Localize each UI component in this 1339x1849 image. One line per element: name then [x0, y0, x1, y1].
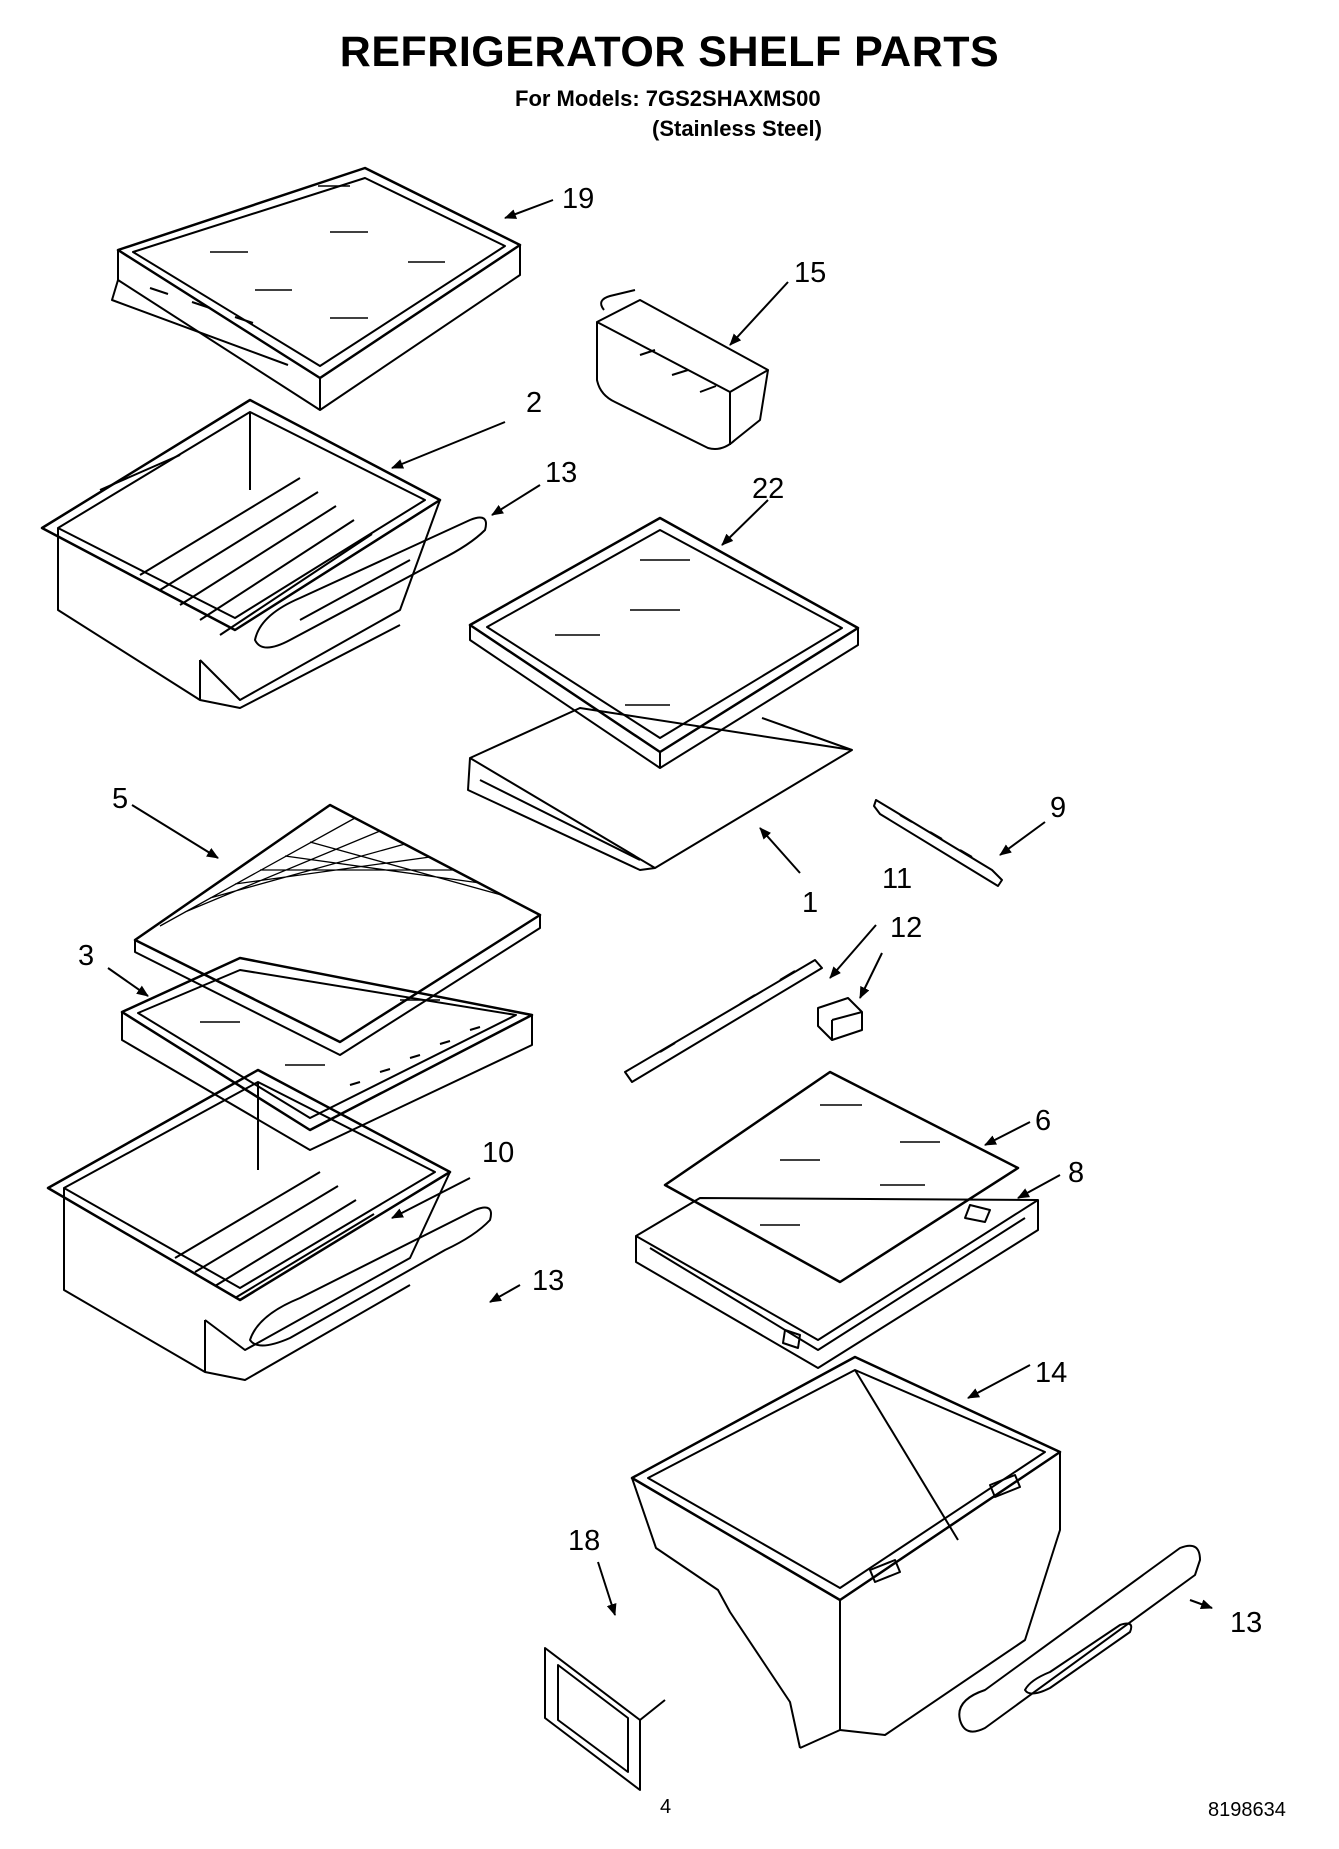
part-12-clip — [817, 997, 863, 1041]
callout-9: 9 — [1050, 792, 1066, 824]
document-number: 8198634 — [1208, 1799, 1286, 1821]
page-title: REFRIGERATOR SHELF PARTS — [339, 28, 1000, 76]
part-5-crisper-cover — [133, 803, 542, 1056]
part-14-bin — [630, 1355, 1062, 1749]
callout-13-upper: 13 — [545, 457, 577, 489]
callout-15: 15 — [794, 257, 826, 289]
models-line: For Models: 7GS2SHAXMS00 — [515, 86, 821, 111]
callout-22: 22 — [752, 473, 784, 505]
variant-line: (Stainless Steel) — [652, 116, 822, 141]
part-10-crisper-drawer — [46, 1068, 492, 1381]
callout-12: 12 — [890, 912, 922, 944]
leader-lines — [107, 199, 1213, 1616]
callout-13-middle: 13 — [532, 1265, 564, 1297]
callout-8: 8 — [1068, 1157, 1084, 1189]
part-2-crisper-drawer — [40, 398, 487, 709]
part-6-glass-panel — [663, 1070, 1020, 1284]
callout-10: 10 — [482, 1137, 514, 1169]
callout-18: 18 — [568, 1525, 600, 1557]
callout-14: 14 — [1035, 1357, 1067, 1389]
part-11-rail — [624, 959, 823, 1083]
part-1-shelf-frame — [467, 707, 853, 871]
callout-11: 11 — [882, 863, 912, 895]
callout-2: 2 — [526, 387, 542, 419]
callout-labels: 19 15 2 13 22 5 9 1 11 12 3 10 6 8 13 14… — [78, 183, 1262, 1639]
part-8-shelf-frame — [635, 1197, 1039, 1369]
callout-19: 19 — [562, 183, 594, 215]
part-13-handle — [958, 1544, 1201, 1733]
callout-6: 6 — [1035, 1105, 1051, 1137]
part-9-bracket — [873, 799, 1003, 887]
part-19-glass-shelf — [111, 166, 522, 411]
callout-13-lower: 13 — [1230, 1607, 1262, 1639]
part-3-shelf-tray — [120, 956, 534, 1151]
page-number: 4 — [660, 1796, 672, 1818]
callout-5: 5 — [112, 783, 128, 815]
part-15-dairy-bin — [596, 289, 769, 450]
part-18-label-plate — [544, 1647, 666, 1791]
callout-3: 3 — [78, 940, 94, 972]
callout-1: 1 — [802, 887, 818, 919]
